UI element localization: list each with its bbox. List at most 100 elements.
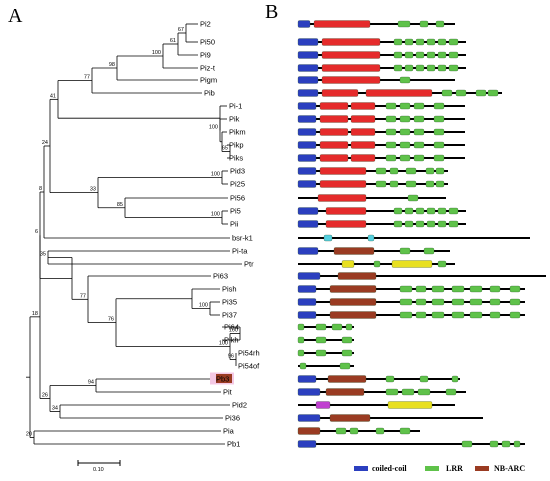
bootstrap-value: 100 — [199, 303, 208, 309]
scale-bar: 0.10 — [77, 460, 121, 473]
lrr-domain — [433, 115, 445, 123]
lrr-domain — [399, 298, 413, 306]
nb-domain — [350, 128, 376, 136]
lrr-domain — [415, 207, 425, 215]
lrr-domain — [399, 102, 411, 110]
bootstrap-value: 100 — [211, 212, 220, 218]
lrr-domain — [489, 298, 501, 306]
taxon-label: Pikh — [224, 336, 239, 345]
lrr-domain — [404, 51, 414, 59]
taxon-label: Pi2 — [200, 20, 211, 29]
nb-arc-domain — [329, 414, 371, 422]
coiled-coil-domain — [297, 220, 319, 228]
taxon-label: Pi37 — [222, 311, 237, 320]
taxon-label: Pia — [223, 427, 235, 436]
lrr-domain — [437, 64, 447, 72]
taxon-label: bsr-k1 — [232, 234, 253, 243]
lrr-domain — [335, 427, 347, 435]
lrr-domain — [415, 64, 425, 72]
lrr-domain — [487, 89, 499, 97]
lrr-domain — [451, 311, 465, 319]
lrr-domain — [415, 298, 427, 306]
nb-domain — [350, 102, 376, 110]
domain-architectures — [297, 20, 546, 448]
bootstrap-value: 65 — [222, 146, 228, 152]
taxon-label: Pi56 — [230, 194, 245, 203]
lrr-domain — [419, 20, 429, 28]
lrr-domain — [475, 89, 487, 97]
nb-domain — [321, 38, 381, 46]
lrr-domain — [373, 260, 381, 268]
coiled-coil-domain — [297, 440, 317, 448]
bootstrap-value: 6 — [35, 229, 38, 235]
lrr-domain — [393, 51, 403, 59]
taxon-label: Pikp — [229, 141, 244, 150]
coiled-coil-domain — [297, 141, 317, 149]
taxon-label: Pigm — [200, 76, 217, 85]
nb-domain — [321, 51, 381, 59]
lrr-domain — [393, 220, 403, 228]
lrr-domain — [435, 167, 445, 175]
scale-bar-label: 0.10 — [93, 467, 104, 473]
lrr-domain — [404, 220, 414, 228]
nb-domain — [319, 102, 349, 110]
lrr-domain — [405, 167, 417, 175]
bootstrap-value: 76 — [108, 317, 114, 323]
nb-domain — [321, 76, 381, 84]
lrr-domain — [448, 64, 459, 72]
nb-domain — [319, 180, 367, 188]
lrr-domain — [399, 427, 411, 435]
lrr-domain — [407, 194, 419, 202]
lrr-domain — [451, 285, 465, 293]
lrr-domain — [331, 323, 343, 331]
taxon-label: Pi54rh — [238, 349, 260, 358]
nb-domain — [365, 89, 433, 97]
lrr-domain — [437, 220, 447, 228]
lrr-domain — [415, 311, 427, 319]
lrr-domain — [341, 349, 353, 357]
legend: coiled-coil LRR NB-ARC — [354, 464, 525, 473]
bootstrap-value: 100 — [229, 328, 238, 334]
coiled-coil-domain — [297, 64, 319, 72]
bootstrap-value: 98 — [109, 62, 115, 68]
lrr-domain — [469, 298, 483, 306]
bootstrap-value: 20 — [26, 432, 32, 438]
taxon-label: Pi-ta — [232, 247, 248, 256]
taxon-label: Pii — [230, 220, 239, 229]
taxon-label: Pib — [204, 89, 215, 98]
lrr-domain — [509, 285, 521, 293]
nb-domain — [319, 128, 349, 136]
lrr-domain — [437, 38, 447, 46]
yellow-domain — [391, 260, 433, 268]
coiled-coil-domain — [297, 89, 319, 97]
taxon-label: Pikm — [229, 128, 246, 137]
nb-arc-domain — [327, 375, 367, 383]
taxon-label: Pi50 — [200, 38, 215, 47]
bootstrap-value: 18 — [32, 311, 38, 317]
lrr-domain — [385, 388, 399, 396]
bootstrap-values: 6761100987741100652410033100858635100771… — [26, 27, 238, 438]
coiled-coil-domain — [297, 38, 319, 46]
nb-domain — [350, 154, 376, 162]
lrr-domain — [399, 247, 411, 255]
lrr-domain — [423, 247, 435, 255]
bootstrap-value: 41 — [50, 93, 56, 99]
nb-domain — [325, 220, 367, 228]
lrr-domain — [426, 64, 436, 72]
lrr-domain — [425, 167, 435, 175]
lrr-domain — [385, 102, 397, 110]
bootstrap-value: 100 — [211, 172, 220, 178]
lrr-domain — [404, 38, 414, 46]
cyan-domain — [323, 234, 333, 242]
lrr-domain — [415, 285, 427, 293]
nb-domain — [350, 141, 376, 149]
coiled-coil-domain — [297, 207, 319, 215]
nb-domain — [313, 20, 371, 28]
nb-domain — [319, 154, 349, 162]
lrr-domain — [393, 64, 403, 72]
coiled-coil-domain — [297, 76, 319, 84]
bootstrap-value: 33 — [90, 187, 96, 193]
yellow-domain — [341, 260, 355, 268]
legend-label-lrr: LRR — [446, 464, 463, 473]
